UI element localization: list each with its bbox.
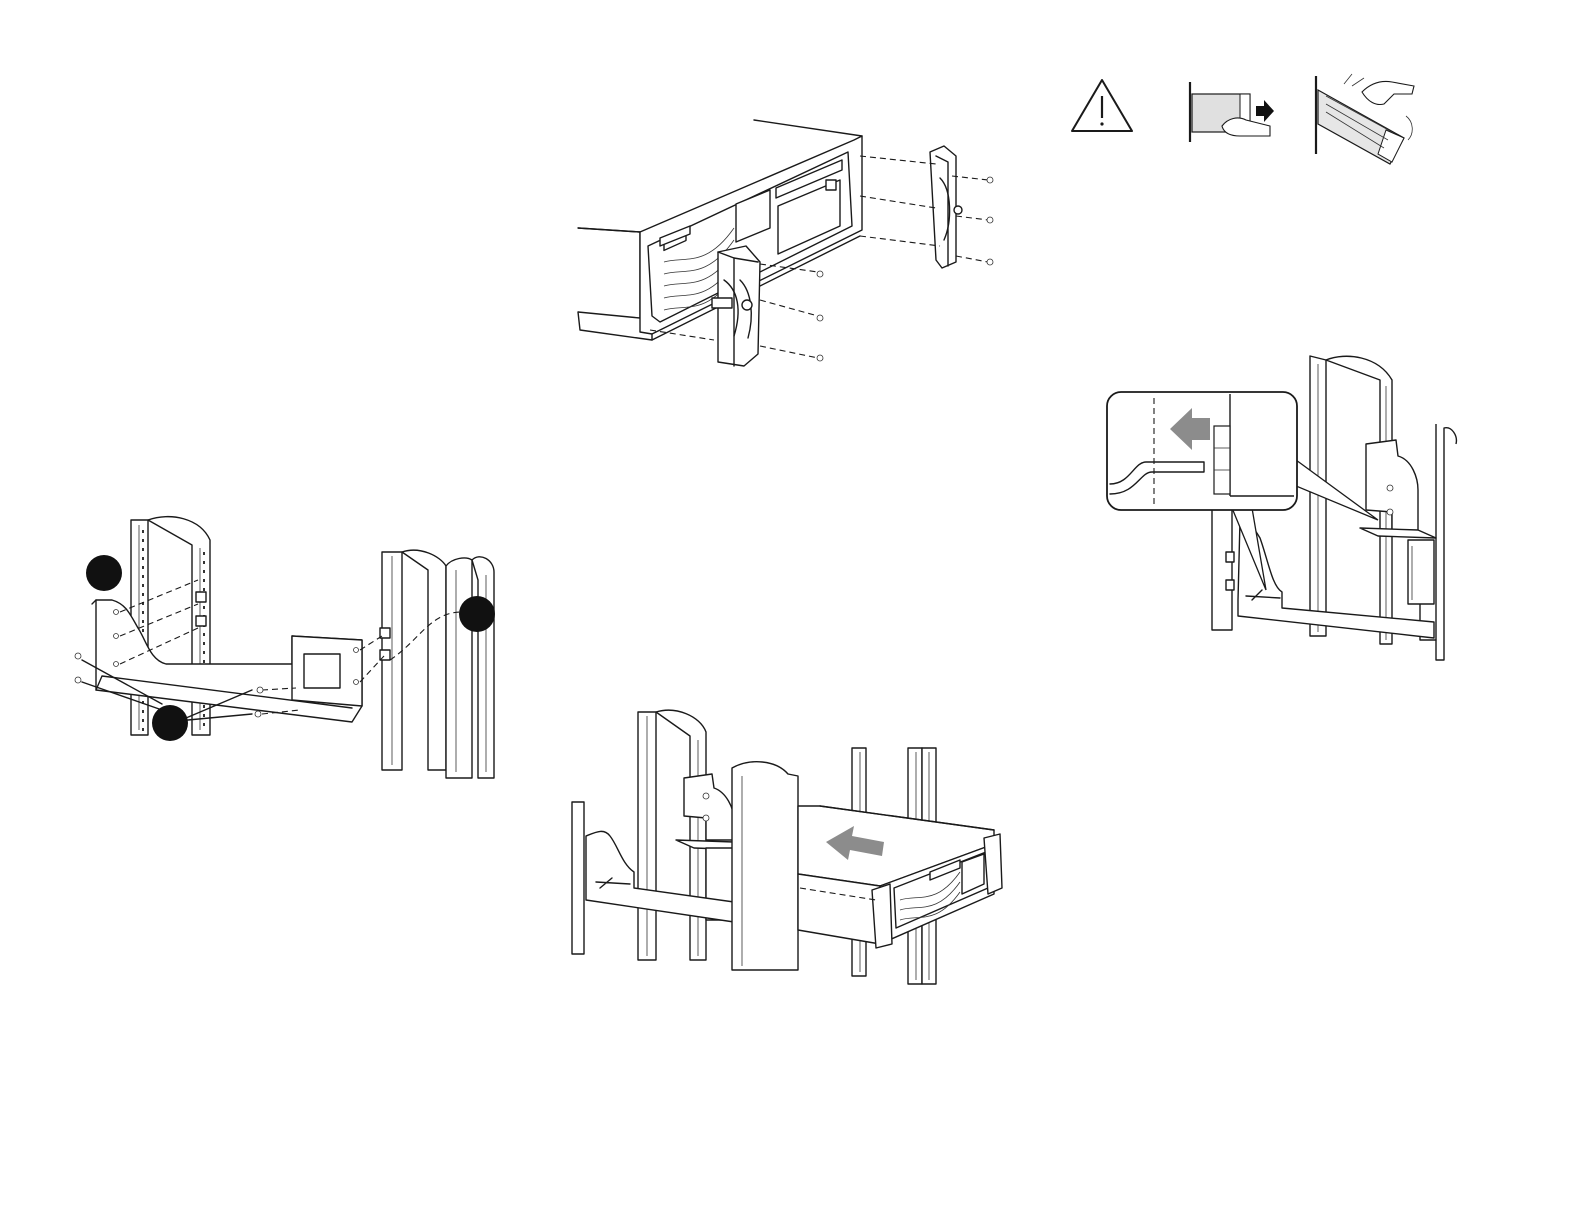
rack-hole [203, 633, 205, 636]
callout-1 [86, 555, 122, 591]
rack-hole [203, 606, 205, 609]
rack-hole [142, 728, 144, 731]
rack-hole [142, 566, 144, 569]
front-ear-left [712, 246, 760, 366]
rack-hole [203, 579, 205, 582]
warning-triangle-icon [1072, 80, 1132, 131]
callout-2 [459, 596, 495, 632]
rack-hole [203, 561, 205, 564]
server-slide-into-rack [572, 710, 1002, 984]
rack-hole [142, 719, 144, 722]
rack-hole [203, 651, 205, 654]
tip-hazard-icon [1316, 74, 1414, 164]
rack-hole [142, 575, 144, 578]
detail-frame [1107, 392, 1297, 510]
server-chassis [798, 806, 1002, 948]
rack-hole [203, 570, 205, 573]
rack-hole [142, 539, 144, 542]
warning-pictograms [1072, 74, 1414, 164]
rack-hole [203, 588, 205, 591]
rack-hole [203, 660, 205, 663]
rack-hole [203, 642, 205, 645]
rack-hole [142, 530, 144, 533]
bracket-latch-detail [1107, 356, 1456, 660]
rack-hole [142, 584, 144, 587]
rack-hole [203, 552, 205, 555]
rack-hole [142, 710, 144, 713]
rack-hole [142, 557, 144, 560]
pull-out-arrow-icon [1190, 82, 1274, 142]
rack-hole [142, 620, 144, 623]
right-rack-post [382, 550, 494, 778]
rack-hole [203, 723, 205, 726]
rail-bracket-installation [75, 517, 495, 778]
rack-hole [203, 705, 205, 708]
rack-hole [142, 611, 144, 614]
rack-hole [142, 548, 144, 551]
callout-3 [152, 705, 188, 741]
rack-hole [142, 629, 144, 632]
rack-hole [142, 593, 144, 596]
rack-hole [203, 714, 205, 717]
front-bezel-ear-attachment [578, 120, 993, 366]
